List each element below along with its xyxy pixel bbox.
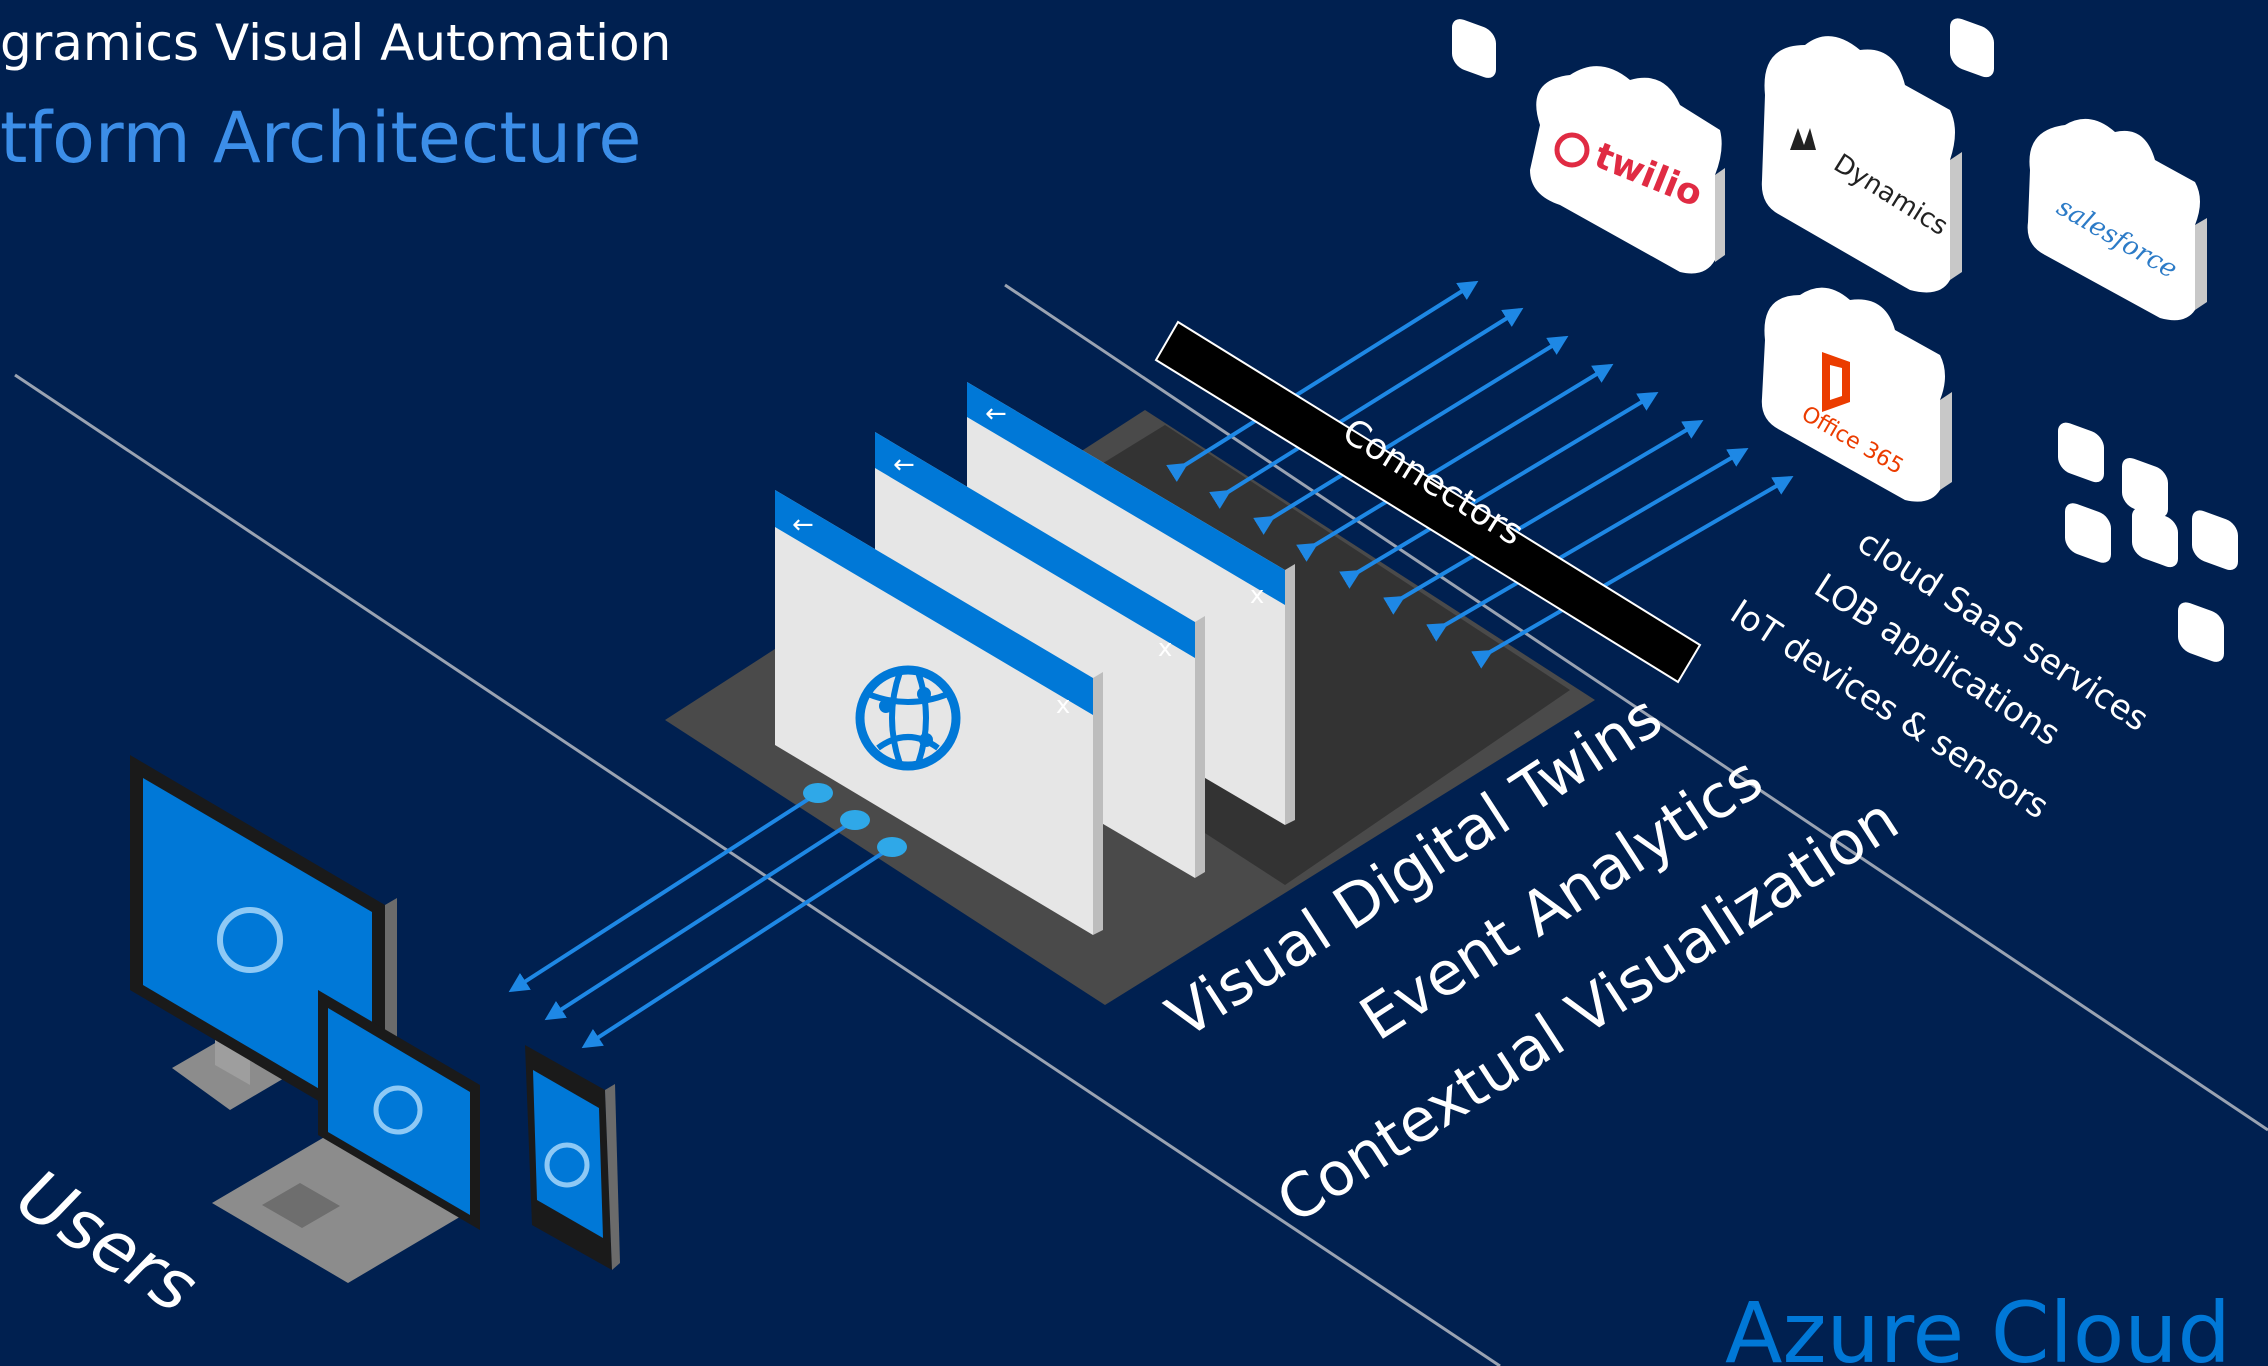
web-app-globe-icon [855, 665, 961, 771]
device-globe-icon [544, 1142, 590, 1188]
cloud-office365: Office 365 [1761, 287, 1952, 502]
browser-close-icon: x [1158, 634, 1172, 662]
twilio-logo-icon [1554, 132, 1590, 168]
users-zone-divider [14, 373, 1501, 1366]
office365-logo-icon [1822, 352, 1850, 412]
device-globe-icon [373, 1085, 423, 1135]
browser-back-icon: ← [893, 450, 915, 480]
connector-arrows [1166, 280, 1794, 669]
page-subtitle: tform Architecture [0, 97, 641, 179]
users-label: Users [3, 1153, 212, 1329]
browser-back-icon: ← [985, 399, 1007, 429]
device-globe-icon [217, 907, 283, 973]
data-blocks [1452, 18, 2238, 662]
azure-cloud-label: Azure Cloud [1725, 1284, 2231, 1366]
cloud-dynamics: Dynamics [1761, 36, 1962, 293]
cloud-twilio: twilio [1530, 66, 1725, 274]
browser-close-icon: x [1250, 581, 1264, 609]
phone-icon [525, 1045, 620, 1270]
cloud-salesforce: salesforce [2027, 118, 2207, 321]
user-connection-arrows [508, 783, 907, 1049]
browser-close-icon: x [1056, 691, 1070, 719]
browser-window-front: ← x [775, 490, 1103, 935]
page-title: gramics Visual Automation [0, 14, 671, 72]
dynamics-logo-icon [1790, 128, 1816, 150]
laptop-icon [212, 990, 480, 1283]
browser-back-icon: ← [792, 510, 814, 540]
